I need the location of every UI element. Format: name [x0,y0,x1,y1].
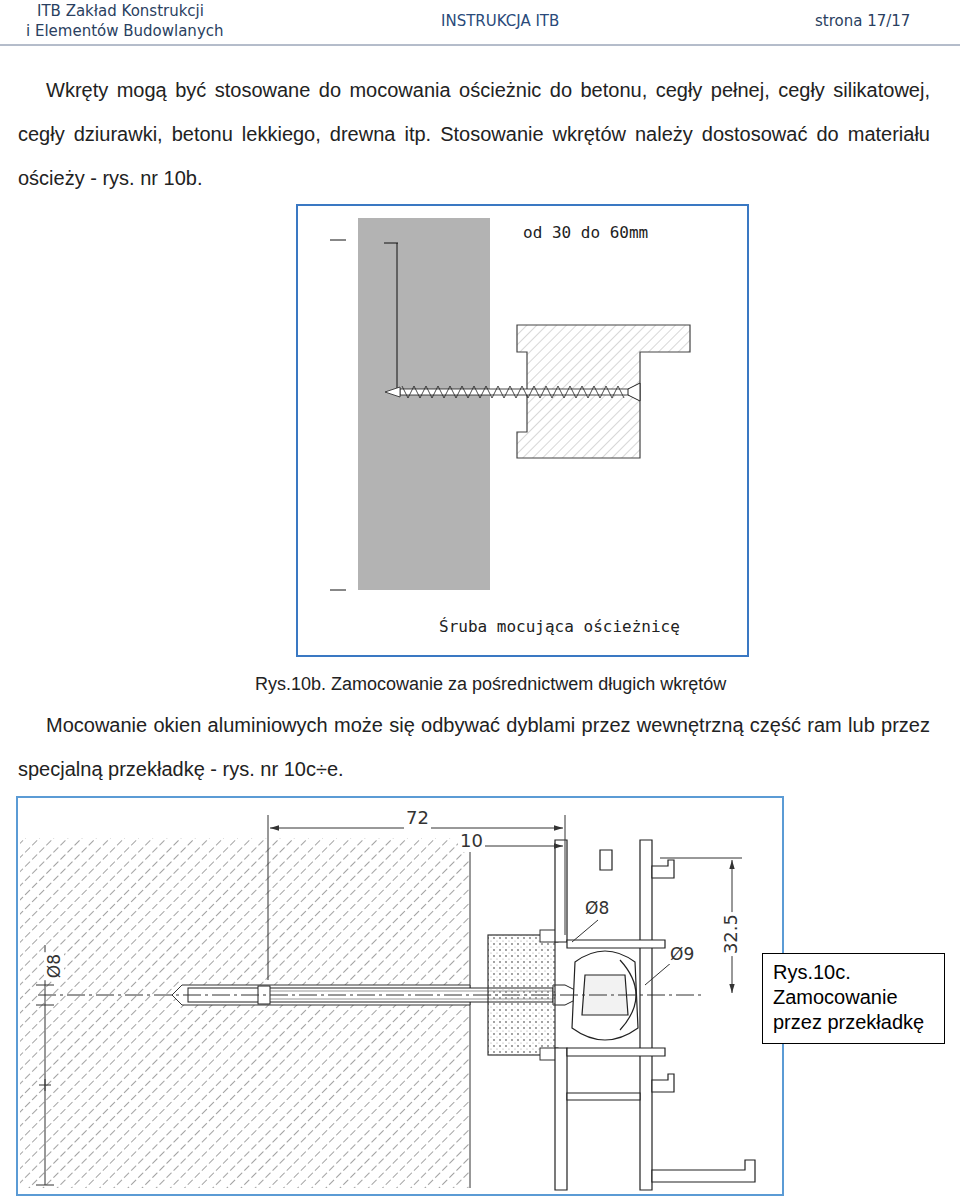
aluminium-profile [567,1093,640,1100]
screw-symbol [400,389,630,395]
header-org: i Elementów Budowlanych [26,22,224,40]
figure-10c [17,797,783,1195]
figure-frame [17,797,783,1195]
header-title: INSTRUKCJA ITB [441,12,559,30]
dimension-value: 72 [404,807,431,829]
aluminium-profile [555,840,755,1190]
dimension-lines [45,1079,46,1091]
body-paragraph: Wkręty mogą być stosowane do mocowania o… [18,68,930,200]
dimension-lines [36,815,742,1185]
dimension-lines [36,1185,54,1186]
figure-caption: Rys.10b. Zamocowanie za pośrednictwem dł… [255,674,726,696]
dimension-lines [660,858,742,859]
centre-line [38,995,705,996]
dimension-lines [330,240,346,241]
dimension-lines [572,920,598,942]
dimension-value: 32.5 [720,912,742,956]
header-rule [0,45,960,46]
dimension-lines [645,962,672,985]
aluminium-profile [652,1160,755,1182]
screw-symbol [628,383,640,401]
aluminium-profile [652,860,674,878]
dimension-lines [384,243,398,244]
screw-symbol [385,383,640,401]
dimension-value: Ø8 [44,952,64,980]
dimension-lines [330,590,346,591]
screw-symbol [402,386,624,398]
aluminium-profile [567,1048,665,1056]
dimension-value: 10 [458,830,485,852]
wall-section [20,838,470,1188]
dimension-note: od 30 do 60mm [521,223,650,242]
figure-10b [297,205,748,656]
dimension-lines [330,240,398,590]
aluminium-profile [640,840,652,1190]
wall-face [470,838,471,1188]
dimension-lines [397,243,398,388]
dimension-lines [36,985,54,986]
wall-section [358,218,490,590]
aluminium-profile [652,1074,674,1092]
dimension-lines [36,1005,54,1006]
dimension-lines [565,815,566,935]
screw-symbol [385,387,400,397]
page-number: strona 17/17 [815,12,910,30]
dimension-lines [268,815,269,980]
body-paragraph: Mocowanie okien aluminiowych może się od… [18,703,930,791]
caption-text: Rys.10c. Zamocowanie przez przekładkę [773,960,934,1035]
figure-frame [297,205,748,656]
aluminium-profile [600,850,612,870]
header-org: ITB Zakład Konstrukcji [37,2,204,20]
dimension-value: Ø8 [583,898,611,918]
part-label: Śruba mocująca ościeżnicę [437,617,682,636]
dimension-lines [45,945,46,1185]
dimension-value: Ø9 [668,944,696,964]
aluminium-profile [567,940,665,948]
caption-box: Rys.10c. Zamocowanie przez przekładkę [762,953,945,1044]
aluminium-profile [555,1048,567,1190]
